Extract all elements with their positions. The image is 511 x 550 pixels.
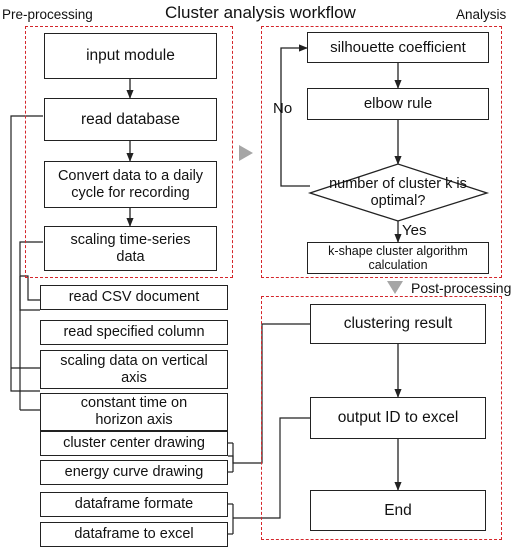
convert-label-line2: cycle for recording [71,184,190,201]
section-arrow-analysis-to-post [387,281,403,294]
arrow-decision-no-loop [280,44,310,187]
scaling-vertical-line1: scaling data on vertical [60,352,208,369]
constant-time-box: constant time on horizon axis [40,393,228,431]
no-branch-label: No [273,100,293,117]
section-label-preprocessing: Pre-processing [2,7,93,22]
clustering-result-box: clustering result [310,304,486,344]
diagram-title: Cluster analysis workflow [165,3,356,22]
read-csv-label: read CSV document [68,289,200,306]
convert-daily-cycle-box: Convert data to a daily cycle for record… [44,161,217,208]
input-module-label: input module [86,47,175,65]
cluster-center-label: cluster center drawing [63,435,205,452]
silhouette-coefficient-box: silhouette coefficient [307,32,489,63]
scaling-vertical-line2: axis [121,369,147,386]
bracket-tick-read-column [20,275,40,301]
end-label: End [384,501,412,519]
energy-curve-box: energy curve drawing [40,460,228,485]
connector-dataframe-to-output [233,417,310,519]
elbow-label: elbow rule [363,95,433,113]
convert-label-line1: Convert data to a daily [57,167,204,184]
preprocessing-frame [25,26,233,278]
bracket-read-database [10,115,43,392]
scaling-label-line2: data [116,248,145,265]
df-excel-label: dataframe to excel [74,526,194,543]
kshape-label-line2: calculation [368,258,428,272]
output-id-label: output ID to excel [337,409,459,427]
yes-branch-label: Yes [402,222,427,239]
analysis-frame [261,26,502,278]
df-formate-label: dataframe formate [74,496,194,513]
end-box: End [310,490,486,531]
df-formate-box: dataframe formate [40,492,228,517]
postprocessing-frame [261,296,502,540]
silhouette-label: silhouette coefficient [330,38,466,56]
elbow-rule-box: elbow rule [307,88,489,120]
connector-drawing-to-clustering [228,323,310,464]
constant-time-line1: constant time on [80,395,188,412]
constant-time-line2: horizon axis [95,412,173,428]
read-column-box: read specified column [40,320,228,345]
clustering-result-label: clustering result [343,315,453,333]
decision-label-line1: number of cluster k is [329,176,467,192]
read-database-label: read database [80,110,181,128]
scaling-time-series-box: scaling time-series data [44,226,217,271]
scaling-label-line1: scaling time-series [70,231,191,248]
df-excel-box: dataframe to excel [40,522,228,547]
section-arrow-pre-to-analysis [239,145,253,161]
decision-diamond [307,163,490,222]
read-column-label: read specified column [63,324,205,341]
read-csv-box: read CSV document [40,285,228,310]
section-label-postprocessing: Post-processing [411,280,511,296]
scaling-vertical-box: scaling data on vertical axis [40,350,228,389]
energy-curve-label: energy curve drawing [64,464,204,481]
decision-label: number of cluster k is optimal? [318,176,478,209]
decision-label-line2: optimal? [370,192,426,209]
output-id-box: output ID to excel [310,397,486,439]
read-database-box: read database [44,98,217,141]
section-label-analysis: Analysis [456,7,507,22]
kshape-calculation-box: k-shape cluster algorithm calculation [307,242,489,274]
input-module-box: input module [44,33,217,79]
cluster-center-box: cluster center drawing [40,431,228,456]
kshape-label-line1: k-shape cluster algorithm [328,243,468,258]
